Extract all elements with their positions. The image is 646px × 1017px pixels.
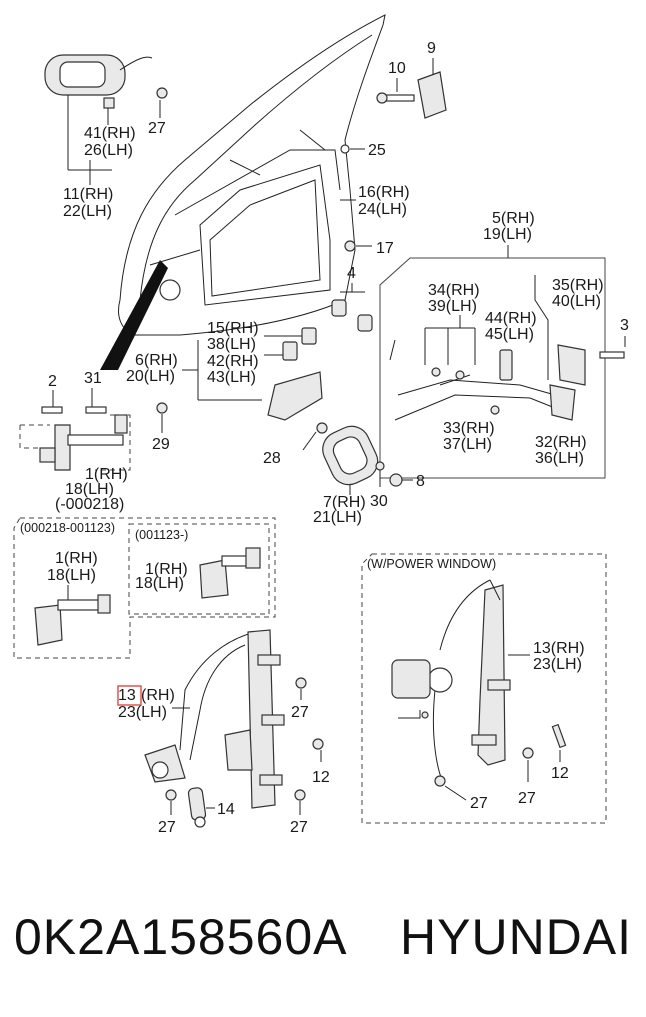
callout-25: 25	[368, 142, 386, 159]
callout-33: 33(RH)	[443, 420, 495, 437]
callout-date-1: (-000218)	[55, 496, 124, 513]
inside-handle	[267, 327, 323, 421]
callout-24: 24(LH)	[358, 201, 407, 218]
window-crank	[187, 787, 207, 828]
door-parts-diagram: 27 41(RH) 26(LH) 11(RH) 22(LH) 10 9 25 1…	[13, 14, 629, 836]
callout-29: 29	[152, 436, 170, 453]
callout-21: 21(LH)	[313, 509, 362, 526]
check-variant-2-box	[128, 523, 270, 615]
callout-44: 44(RH)	[485, 310, 537, 327]
callout-10: 10	[388, 60, 406, 77]
door-check-variant-1	[34, 594, 111, 646]
callout-27e: 27	[470, 795, 488, 812]
callout-41: 41(RH)	[84, 125, 136, 142]
inner-handle-bezel	[322, 425, 379, 486]
callout-1b: 1(RH)	[55, 550, 98, 567]
callout-5: 5(RH)	[492, 210, 535, 227]
callout-45: 45(LH)	[485, 326, 534, 343]
latch-rods	[389, 275, 625, 421]
callout-28: 28	[263, 450, 281, 467]
callout-18a: 18(LH)	[65, 481, 114, 498]
pointer-wedge	[100, 260, 168, 370]
box-label-power-window: (W/POWER WINDOW)	[367, 557, 496, 571]
callout-32: 32(RH)	[535, 434, 587, 451]
callout-1c: 1(RH)	[145, 561, 188, 578]
callout-20: 20(LH)	[126, 368, 175, 385]
callout-23a: 23(LH)	[118, 704, 167, 721]
callout-36: 36(LH)	[535, 450, 584, 467]
check-variants-box	[13, 517, 276, 659]
callout-30: 30	[370, 493, 388, 510]
callout-37: 37(LH)	[443, 436, 492, 453]
callout-2: 2	[48, 373, 57, 390]
callout-27d: 27	[290, 819, 308, 836]
box-label-range2: (001123-)	[135, 528, 188, 542]
box-label-range1: (000218-001123)	[20, 521, 115, 535]
callout-3: 3	[620, 317, 629, 334]
callout-22: 22(LH)	[63, 203, 112, 220]
door-shell	[118, 14, 386, 336]
door-check	[19, 406, 131, 471]
callout-39: 39(LH)	[428, 298, 477, 315]
callout-13b: 13(RH)	[533, 640, 585, 657]
hinge-part	[376, 71, 447, 119]
callout-42: 42(RH)	[207, 353, 259, 370]
callout-4: 4	[347, 265, 356, 282]
latch-group-box	[379, 257, 606, 479]
callout-11: 11(RH)	[63, 186, 113, 203]
callout-8: 8	[416, 473, 425, 490]
door-check-variant-2	[199, 547, 261, 599]
callout-12b: 12	[551, 765, 569, 782]
callout-34: 34(RH)	[428, 282, 480, 299]
outside-handle	[44, 54, 168, 109]
callout-40: 40(LH)	[552, 293, 601, 310]
part-number: 0K2A158560A	[14, 909, 348, 965]
callout-26: 26(LH)	[84, 142, 133, 159]
callout-16: 16(RH)	[358, 184, 410, 201]
callout-17: 17	[376, 240, 394, 257]
callout-9: 9	[427, 40, 436, 57]
callout-1a: 1(RH)	[85, 466, 128, 483]
callout-27f: 27	[518, 790, 536, 807]
callout-13a-num: 13	[118, 687, 136, 704]
callout-38: 38(LH)	[207, 336, 256, 353]
callout-27c: 27	[158, 819, 176, 836]
highlight-box	[117, 685, 142, 706]
callout-31: 31	[84, 370, 102, 387]
callout-43: 43(LH)	[207, 369, 256, 386]
callout-6: 6(RH)	[135, 352, 178, 369]
callout-12a: 12	[312, 769, 330, 786]
callout-23b: 23(LH)	[533, 656, 582, 673]
brand-name: HYUNDAI	[400, 909, 633, 965]
callout-13a-rh: (RH)	[141, 687, 175, 704]
callout-15: 15(RH)	[207, 320, 259, 337]
callout-35: 35(RH)	[552, 277, 604, 294]
callout-7: 7(RH)	[323, 494, 366, 511]
lock-hole	[159, 279, 181, 301]
callout-27b: 27	[291, 704, 309, 721]
manual-regulator	[144, 629, 285, 809]
callout-14: 14	[217, 801, 235, 818]
callout-18b: 18(LH)	[47, 567, 96, 584]
callout-18c: 18(LH)	[135, 575, 184, 592]
callout-19: 19(LH)	[483, 226, 532, 243]
power-window-box	[361, 553, 607, 824]
power-regulator	[391, 579, 511, 781]
callout-27a: 27	[148, 120, 166, 137]
